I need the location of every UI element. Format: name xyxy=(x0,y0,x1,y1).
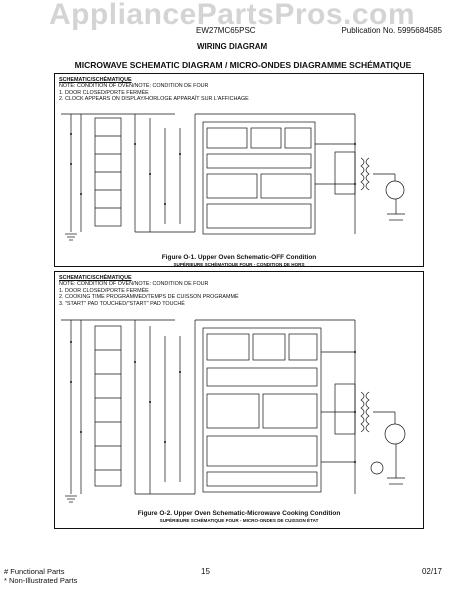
figure-caption: Figure O-1. Upper Oven Schematic-OFF Con… xyxy=(161,254,317,261)
schematic-panel-off: SCHEMATIC/SCHÉMATIQUE NOTE: CONDITION OF… xyxy=(54,73,424,267)
watermark: AppliancePartsPros.com xyxy=(48,0,416,31)
wiring-schematic-cooking xyxy=(61,319,406,503)
page-title: MICROWAVE SCHEMATIC DIAGRAM / MICRO-ONDE… xyxy=(74,60,412,70)
model-number: EW27MC65PSC xyxy=(196,26,256,35)
note-line: 2. CLOCK APPEARS ON DISPLAY/HORLOGE APPA… xyxy=(59,96,249,103)
wiring-schematic-off xyxy=(61,113,405,241)
note-line: NOTE: CONDITION OF OVEN/NOTE: CONDITION … xyxy=(59,83,209,90)
schematic-notes: SCHEMATIC/SCHÉMATIQUE NOTE: CONDITION OF… xyxy=(59,275,239,307)
figure-caption-french: SUPÉRIEURE SCHÉMATIQUE FOUR - MICRO-ONDE… xyxy=(159,518,319,523)
schematic-panel-cooking: SCHEMATIC/SCHÉMATIQUE NOTE: CONDITION OF… xyxy=(54,271,424,529)
publication-date: 02/17 xyxy=(421,567,442,576)
page-number: 15 xyxy=(201,567,210,576)
note-line: 3. "START" PAD TOUCHED/"START" PAD TOUCH… xyxy=(59,300,185,307)
schematic-heading: SCHEMATIC/SCHÉMATIQUE xyxy=(59,77,132,83)
note-line: 1. DOOR CLOSED/PORTE FERMÉE xyxy=(59,89,149,96)
schematic-heading: SCHEMATIC/SCHÉMATIQUE xyxy=(59,275,132,281)
footer-legend: # Functional Parts * Non-Illustrated Par… xyxy=(4,567,77,585)
legend-non-illustrated-parts: * Non-Illustrated Parts xyxy=(4,576,78,585)
figure-caption-french: SUPÉRIEURE SCHÉMATIQUE FOUR - CONDITION … xyxy=(173,262,305,267)
figure-caption: Figure O-2. Upper Oven Schematic-Microwa… xyxy=(137,510,341,517)
publication-number: Publication No. 5995684585 xyxy=(341,26,442,35)
note-line: 1. DOOR CLOSED/PORTE FERMÉE xyxy=(59,287,149,294)
legend-functional-parts: # Functional Parts xyxy=(4,567,65,576)
section-title: WIRING DIAGRAM xyxy=(197,42,268,51)
note-line: 2. COOKING TIME PROGRAMMED/TEMPS DE CUIS… xyxy=(59,294,239,301)
schematic-notes: SCHEMATIC/SCHÉMATIQUE NOTE: CONDITION OF… xyxy=(59,77,249,103)
note-line: NOTE: CONDITION OF OVEN/NOTE: CONDITION … xyxy=(59,281,209,288)
